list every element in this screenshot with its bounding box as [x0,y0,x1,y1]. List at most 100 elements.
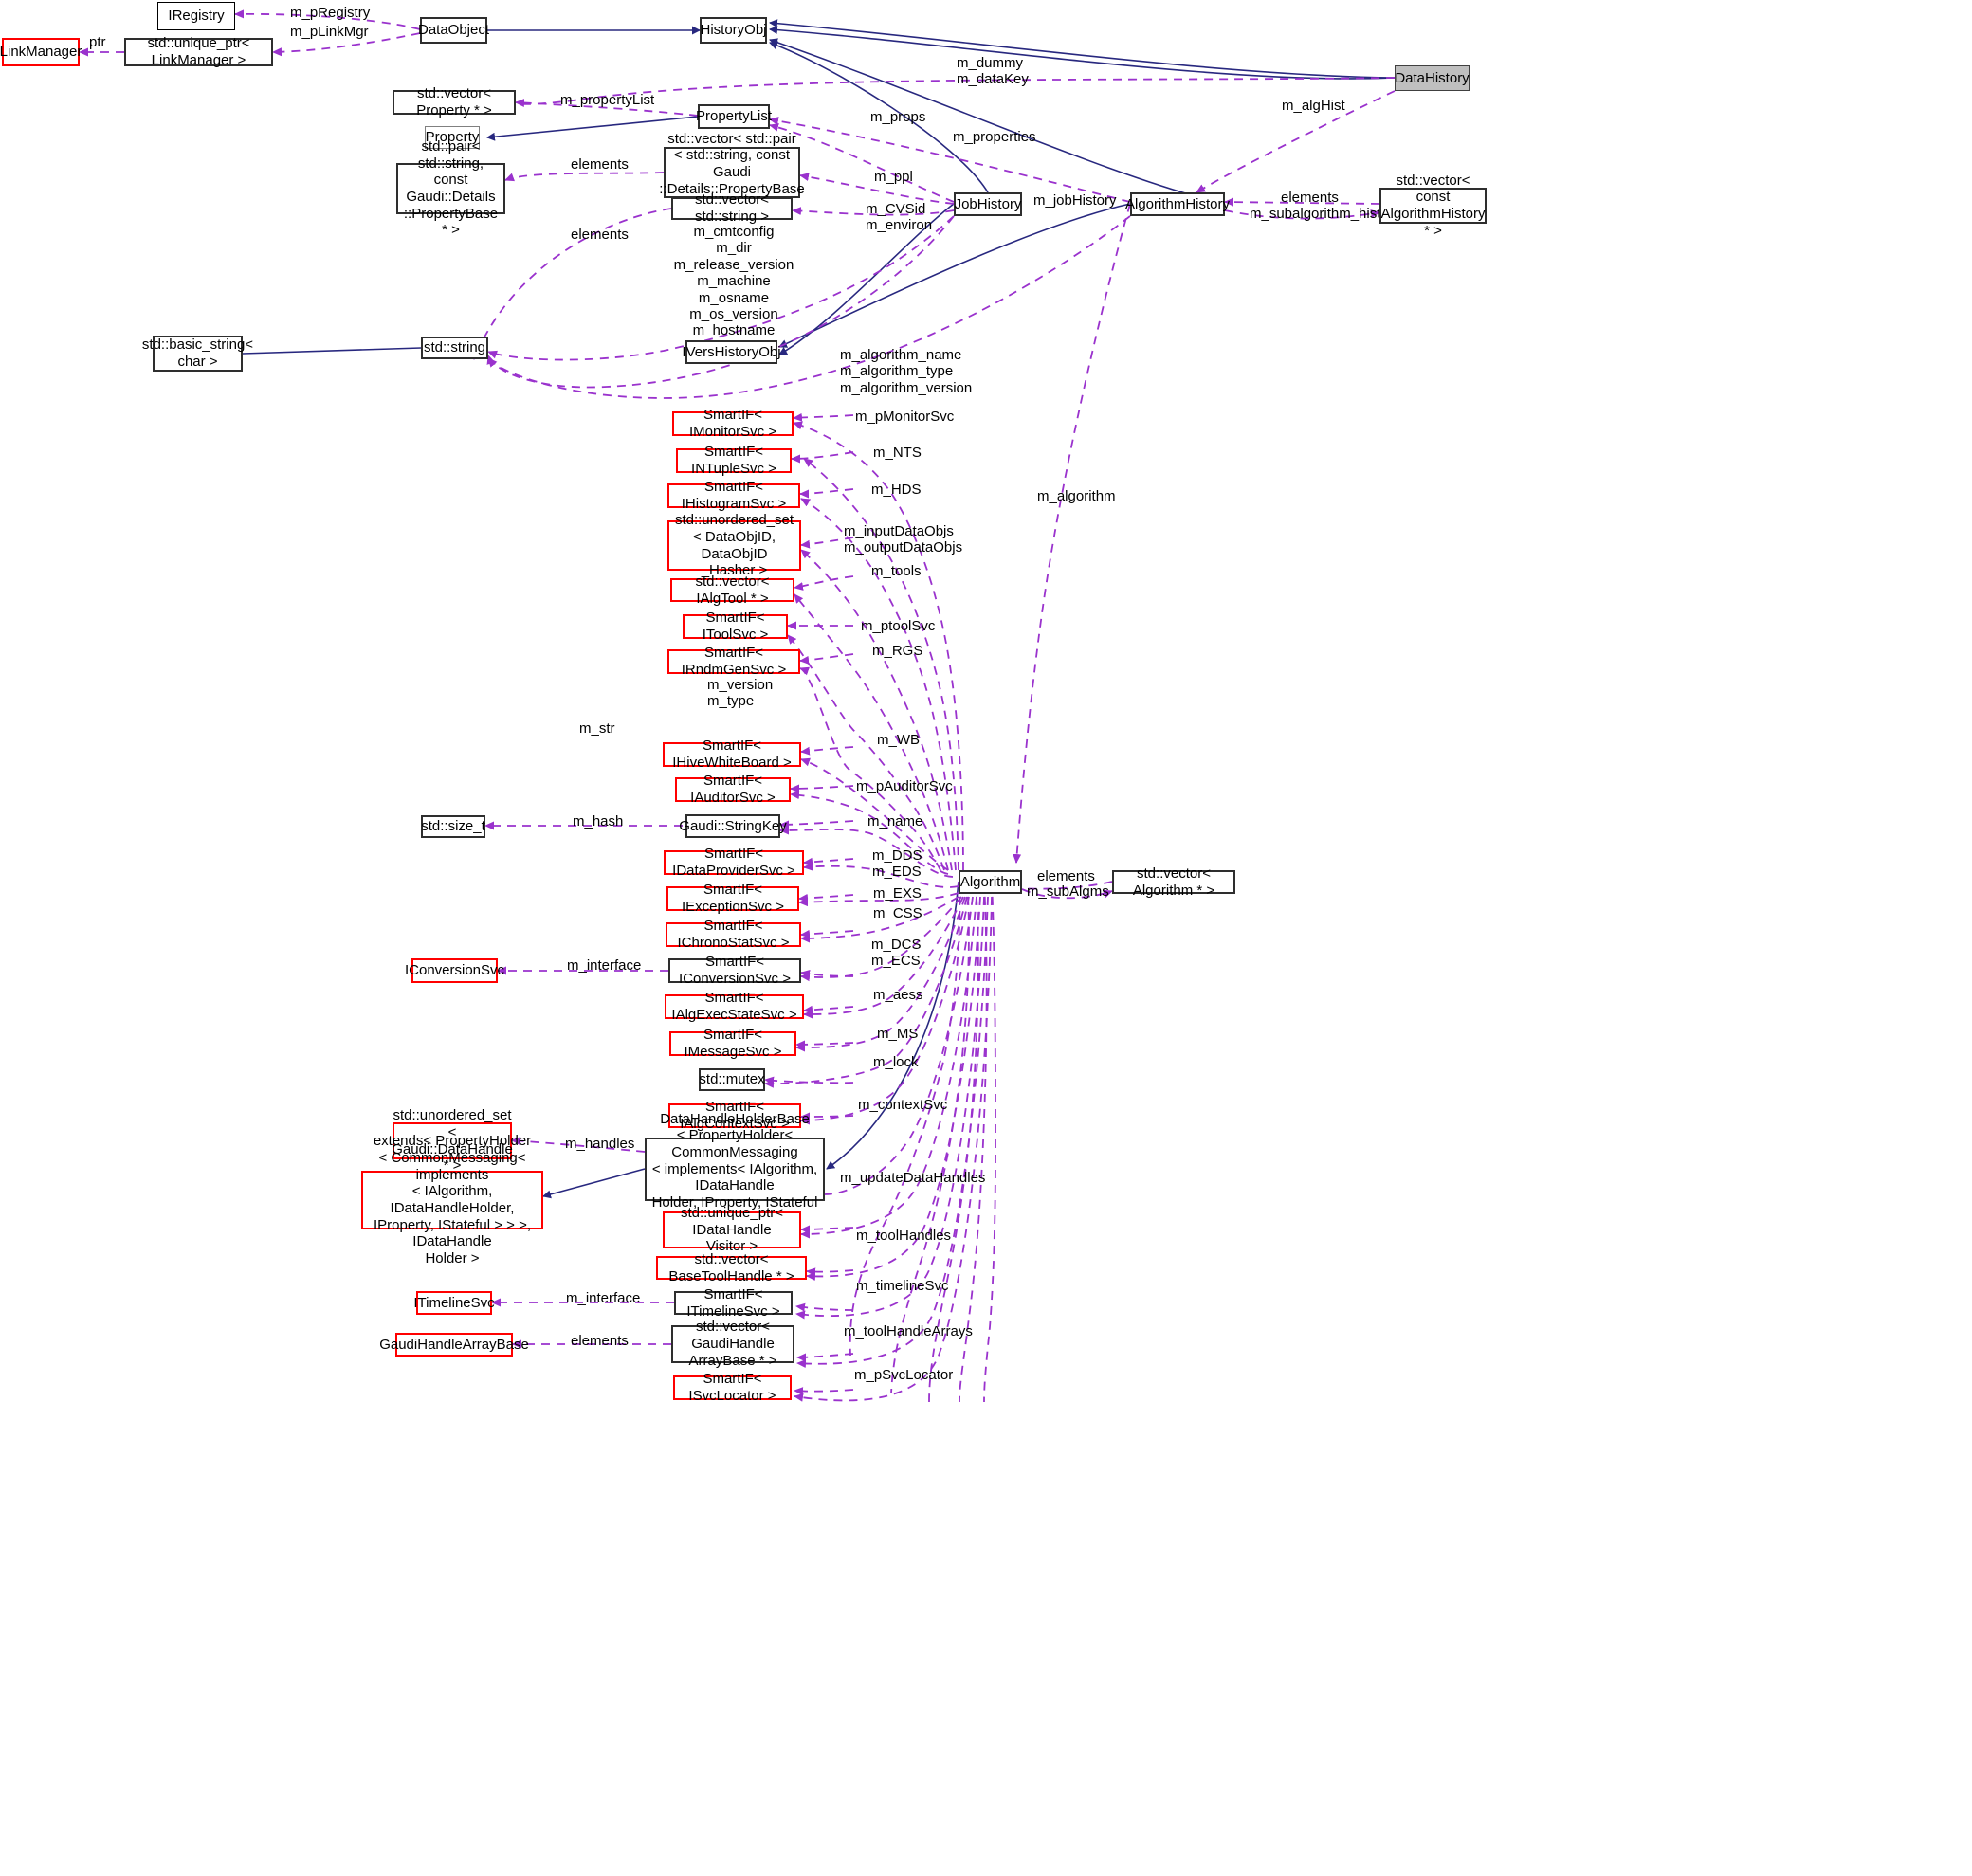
edge-label-m_aess: m_aess [873,987,923,1003]
edge-label-elements_string: elements [571,227,629,243]
edge-label-m_pLinkMgr: m_pLinkMgr [290,24,369,40]
class-node-propertylist[interactable]: PropertyList [696,104,772,129]
edge-label-m_EXS: m_EXS [873,885,922,902]
edge-label-m_subAlgms: m_subAlgms [1027,883,1109,900]
class-node-stringkey[interactable]: Gaudi::StringKey [679,814,787,838]
class-node-smartif_algexec[interactable]: SmartIF< IAlgExecStateSvc > [665,990,804,1023]
class-node-smartif_message[interactable]: SmartIF< IMessageSvc > [669,1027,796,1060]
class-node-mutex[interactable]: std::mutex [699,1068,765,1091]
edge-label-m_algorithm_names: m_algorithm_name m_algorithm_type m_algo… [840,347,973,396]
edge-label-elements_gaudihandle: elements [571,1333,629,1349]
edge-label-m_toolHandleArrays: m_toolHandleArrays [844,1323,973,1339]
class-node-vec_const_algh[interactable]: std::vector< const AlgorithmHistory * > [1379,172,1487,239]
edge-label-m_name: m_name [867,813,923,829]
class-node-vec_algorithm[interactable]: std::vector< Algorithm * > [1112,865,1235,899]
class-node-smartif_rndm[interactable]: SmartIF< IRndmGenSvc > [667,645,800,678]
class-node-datahandleholder[interactable]: DataHandleHolderBase < PropertyHolder< C… [645,1111,825,1228]
edge-label-jobhistory_strings: m_cmtconfig m_dir m_release_version m_ma… [673,224,794,339]
class-node-iversshistoryobj[interactable]: IVersHistoryObj [682,340,781,364]
class-node-uniqueptr_visitor[interactable]: std::unique_ptr< IDataHandle Visitor > [663,1205,801,1254]
class-node-smartif_hive[interactable]: SmartIF< IHiveWhiteBoard > [663,738,801,771]
edge-label-m_WB: m_WB [877,732,920,748]
class-node-vec_gaudihandle[interactable]: std::vector< GaudiHandle ArrayBase * > [671,1319,794,1369]
class-node-vec_string[interactable]: std::vector< std::string > [671,191,793,225]
edge-label-m_jobHistory: m_jobHistory [1033,192,1117,209]
class-node-smartif_tool[interactable]: SmartIF< IToolSvc > [683,610,788,643]
edge-label-m_NTS: m_NTS [873,445,922,461]
class-node-smartif_ntuple[interactable]: SmartIF< INTupleSvc > [676,444,792,477]
edge-label-m_CVSid_environ: m_CVSid m_environ [866,201,933,234]
edge-label-elements_alg: elements [1037,868,1095,884]
edge-label-elements_algh: elements [1281,190,1339,206]
class-node-gaudihandlearray[interactable]: GaudiHandleArrayBase [379,1333,529,1357]
class-node-jobhistory[interactable]: JobHistory [954,192,1022,216]
class-node-property[interactable]: Property [425,126,480,149]
edge-label-m_ppl: m_ppl [874,169,913,185]
edge-label-m_props: m_props [870,109,926,125]
edge-label-m_HDS: m_HDS [871,482,922,498]
class-node-smartif_auditor[interactable]: SmartIF< IAuditorSvc > [675,773,791,806]
edge-label-m_MS: m_MS [877,1026,919,1042]
class-node-vec_property[interactable]: std::vector< Property * > [393,85,516,118]
class-node-unordered_handle[interactable]: std::unordered_set < Gaudi::DataHandle *… [392,1107,513,1175]
edge-label-m_pMonitorSvc: m_pMonitorSvc [855,409,955,425]
edge-label-m_propertyList: m_propertyList [560,92,655,108]
class-node-smartif_excep[interactable]: SmartIF< IExceptionSvc > [666,882,799,915]
class-node-pair_str_pb[interactable]: std::pair< std::string, const Gaudi::Det… [396,138,505,238]
edge-label-m_properties: m_properties [953,129,1036,145]
edge-label-m_DCS_ECS: m_DCS m_ECS [871,937,922,970]
edge-label-m_pAuditorSvc: m_pAuditorSvc [856,778,953,794]
class-node-smartif_monitor[interactable]: SmartIF< IMonitorSvc > [672,407,794,440]
edge-label-m_handles: m_handles [565,1136,635,1152]
edge-label-ptr: ptr [89,34,106,50]
edge-label-m_interface_timeline: m_interface [566,1290,641,1306]
class-node-smartif_chrono[interactable]: SmartIF< IChronoStatSvc > [666,918,801,951]
edge-label-m_version_type: m_version m_type [707,677,774,710]
class-node-size_t[interactable]: std::size_t [421,815,485,838]
edge-label-m_toolHandles: m_toolHandles [856,1228,952,1244]
class-node-iconversionsvc[interactable]: IConversionSvc [405,958,504,983]
edge-label-m_updateDataHandles: m_updateDataHandles [840,1170,986,1186]
class-node-smartif_hist[interactable]: SmartIF< IHistogramSvc > [667,479,800,512]
class-node-iregistry[interactable]: IRegistry [157,2,235,30]
edge-label-m_RGS: m_RGS [872,643,923,659]
edge-label-m_str: m_str [579,720,615,737]
class-node-dataobject[interactable]: DataObject [418,17,489,44]
class-node-uniqueptr_lm[interactable]: std::unique_ptr< LinkManager > [124,35,273,68]
edge-label-m_inputOutputDataObjs: m_inputDataObjs m_outputDataObjs [844,523,963,556]
edge-label-elements_pair: elements [571,156,629,173]
edge-label-m_CSS: m_CSS [873,905,922,921]
edge-label-m_pSvcLocator: m_pSvcLocator [854,1367,954,1383]
edge-label-m_algorithm: m_algorithm [1037,488,1116,504]
edge-label-m_pRegistry: m_pRegistry [290,5,371,21]
class-node-vec_ialgtool[interactable]: std::vector< IAlgTool * > [670,574,794,607]
edge-label-m_timelineSvc: m_timelineSvc [856,1278,949,1294]
edge-label-m_tools: m_tools [871,563,922,579]
class-node-itimelinesvc[interactable]: ITimelineSvc [413,1291,495,1315]
edge-label-m_interface_conv: m_interface [567,957,642,974]
class-node-smartif_svcloc[interactable]: SmartIF< ISvcLocator > [673,1371,792,1404]
class-node-algorithmhistory[interactable]: AlgorithmHistory [1125,192,1230,216]
edge-label-m_contextSvc: m_contextSvc [858,1097,948,1113]
class-node-std_string[interactable]: std::string [421,337,488,359]
class-node-basic_string[interactable]: std::basic_string< char > [141,336,254,372]
class-node-datahistory[interactable]: DataHistory [1395,65,1470,91]
edge-label-m_DDS_EDS: m_DDS m_EDS [872,847,922,881]
class-node-vec_basetool[interactable]: std::vector< BaseToolHandle * > [656,1251,807,1284]
edge-label-m_dummy_dataKey: m_dummy m_dataKey [957,55,1029,88]
class-node-smartif_dataprov[interactable]: SmartIF< IDataProviderSvc > [664,846,804,879]
class-node-linkmanager[interactable]: LinkManager [0,38,82,66]
class-node-extends_prop[interactable]: extends< PropertyHolder < CommonMessagin… [361,1133,543,1266]
class-node-historyobj[interactable]: HistoryObj [700,17,767,44]
class-node-vec_pair_str_pb[interactable]: std::vector< std::pair < std::string, co… [659,130,805,214]
edge-label-m_lock: m_lock [873,1054,919,1070]
edge-label-m_hash: m_hash [573,813,624,829]
class-node-smartif_algctx[interactable]: SmartIF< IAlgContextSvc > [668,1099,801,1132]
class-node-smartif_timeline[interactable]: SmartIF< ITimelineSvc > [674,1286,793,1320]
class-node-smartif_conv[interactable]: SmartIF< IConversionSvc > [668,954,801,987]
edge-label-m_ptoolSvc: m_ptoolSvc [861,618,936,634]
class-node-algorithm[interactable]: Algorithm [959,870,1022,894]
class-node-unordered_dataobjid[interactable]: std::unordered_set < DataObjID, DataObjI… [667,512,801,578]
